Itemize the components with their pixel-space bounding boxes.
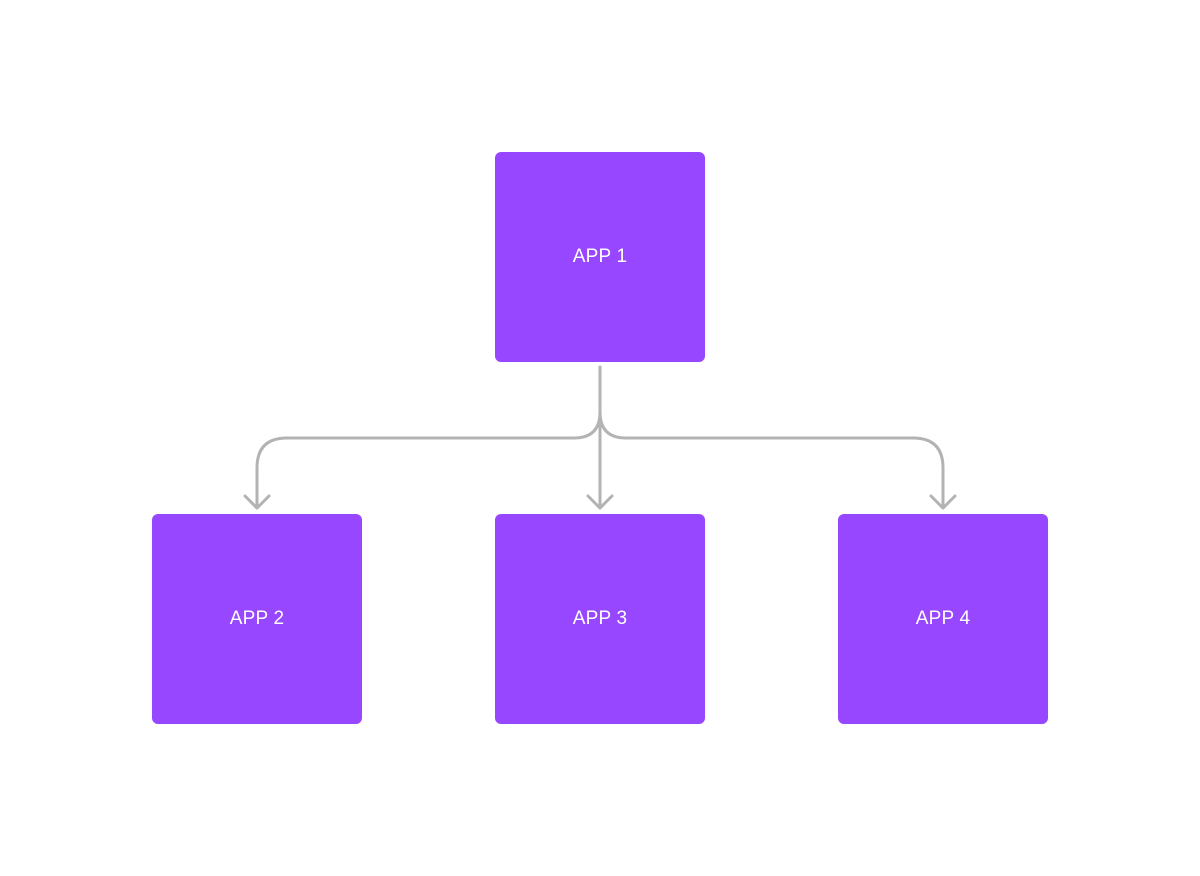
node-label-app-1: APP 1 (572, 246, 628, 267)
node-label-app-3: APP 3 (572, 608, 628, 629)
node-app-4[interactable]: APP 4 (838, 514, 1048, 724)
node-app-3[interactable]: APP 3 (495, 514, 705, 724)
arrowhead-app-4 (929, 494, 957, 510)
node-app-1[interactable]: APP 1 (495, 152, 705, 362)
arrowhead-app-3 (586, 494, 614, 510)
arrowhead-app-2 (243, 494, 271, 510)
node-app-2[interactable]: APP 2 (152, 514, 362, 724)
node-label-app-2: APP 2 (229, 608, 285, 629)
connector-app-1-to-app-2 (255, 410, 602, 510)
connector-app-1-to-app-4 (598, 410, 945, 510)
node-label-app-4: APP 4 (915, 608, 971, 629)
